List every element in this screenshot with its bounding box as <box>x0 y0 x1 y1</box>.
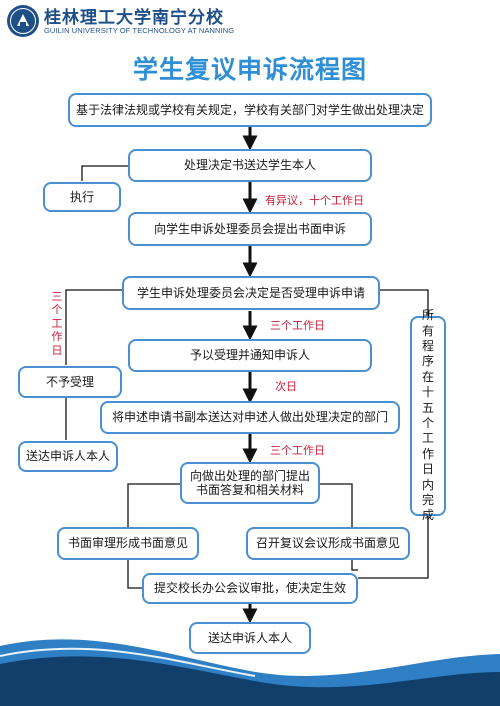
submit-appeal-node: 向学生申诉处理委员会提出书面申诉 <box>128 212 372 246</box>
all-done-text: 所有程序在十五个工作日内完成 <box>421 308 434 523</box>
three-days-label-2: 三个工作日 <box>270 444 325 457</box>
execute-node: 执行 <box>43 182 121 212</box>
dept-reply-node: 向做出处理的部门提出 书面答复和相关材料 <box>180 462 320 504</box>
objection-label: 有异议，十个工作日 <box>265 194 364 207</box>
written-review-node: 书面审理形成书面意见 <box>57 527 199 560</box>
all-done-node: 所有程序在十五个工作日内完成 <box>410 308 446 522</box>
dept-reply-line-1: 向做出处理的部门提出 <box>189 468 310 483</box>
dept-reply-line-2: 书面答复和相关材料 <box>195 483 304 497</box>
next-day-label: 次日 <box>275 380 297 393</box>
page-title: 学生复议申诉流程图 <box>132 55 367 84</box>
three-days-vertical-label: 三个工作日 <box>51 290 63 357</box>
start-decision-node: 基于法律法规或学校有关规定，学校有关部门对学生做出处理决定 <box>68 93 432 127</box>
deliver-decision-node: 处理决定书送达学生本人 <box>128 149 372 182</box>
university-seal-icon <box>7 5 39 37</box>
university-name-cn: 桂林理工大学南宁分校 <box>44 8 224 28</box>
final-deliver-node: 送达申诉人本人 <box>189 622 311 654</box>
three-days-label-1: 三个工作日 <box>270 319 325 332</box>
decorative-wave <box>0 639 500 706</box>
not-accept-node: 不予受理 <box>18 366 122 398</box>
accept-notify-node: 予以受理并通知申诉人 <box>128 339 372 372</box>
hearing-node: 召开复议会议形成书面意见 <box>246 527 410 560</box>
deliver-appellant-left-node: 送达申诉人本人 <box>18 441 118 472</box>
committee-decision-node: 学生申诉处理委员会决定是否受理申诉申请 <box>122 276 380 310</box>
forward-copy-node: 将申述申请书副本送达对申述人做出处理决定的部门 <box>100 401 400 434</box>
university-name-en: GUILIN UNIVERSITY OF TECHNOLOGY AT NANNI… <box>44 26 235 35</box>
header: 桂林理工大学南宁分校 GUILIN UNIVERSITY OF TECHNOLO… <box>0 0 500 44</box>
submit-office-node: 提交校长办公会议审批，使决定生效 <box>142 573 358 604</box>
